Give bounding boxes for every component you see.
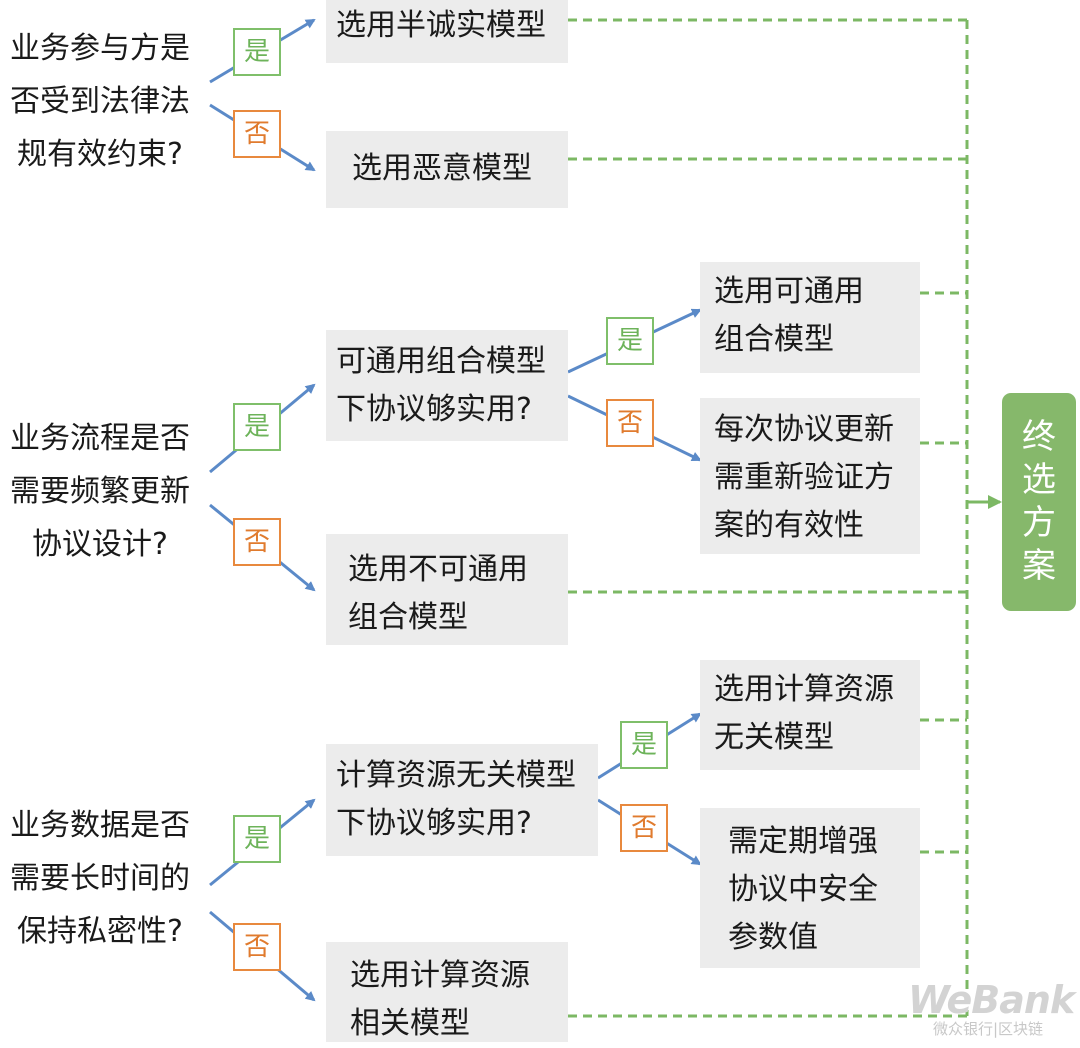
tag-q3sub-no: 否 — [620, 804, 668, 852]
webank-logo: WeBank — [908, 978, 1075, 1022]
box-revalidate-on-update: 每次协议更新 需重新验证方 案的有效性 — [700, 398, 920, 554]
tag-q3sub-yes: 是 — [620, 721, 668, 769]
box-composable-practical-question: 可通用组合模型 下协议够实用? — [326, 330, 568, 441]
final-decision-box: 终 选 方 案 — [1002, 393, 1076, 611]
box-semi-honest-model: 选用半诚实模型 — [326, 0, 568, 63]
tag-q2sub-no: 否 — [606, 399, 654, 447]
tag-q1-no: 否 — [233, 110, 281, 158]
box-resource-independent-question: 计算资源无关模型 下协议够实用? — [326, 744, 598, 856]
question-long-term-privacy: 业务数据是否 需要长时间的 保持私密性? — [10, 808, 190, 949]
tag-q1-yes: 是 — [233, 28, 281, 76]
webank-watermark: WeBank 微众银行|区块链 — [908, 978, 1075, 1038]
tag-q2-no: 否 — [233, 518, 281, 566]
webank-subtitle: 微众银行|区块链 — [932, 1020, 1044, 1038]
box-choose-non-composable: 选用不可通用 组合模型 — [326, 534, 568, 645]
question-legal-constraint: 业务参与方是 否受到法律法 规有效约束? — [10, 31, 190, 172]
box-choose-resource-independent: 选用计算资源 无关模型 — [700, 660, 920, 770]
box-malicious-model: 选用恶意模型 — [326, 131, 568, 208]
tag-q2-yes: 是 — [233, 403, 281, 451]
box-strengthen-security-params: 需定期增强 协议中安全 参数值 — [700, 808, 920, 968]
tag-q3-yes: 是 — [233, 815, 281, 863]
tag-q2sub-yes: 是 — [606, 317, 654, 365]
box-choose-composable: 选用可通用 组合模型 — [700, 262, 920, 373]
box-choose-resource-dependent: 选用计算资源 相关模型 — [326, 942, 568, 1042]
question-frequent-update: 业务流程是否 需要频繁更新 协议设计? — [10, 421, 190, 562]
tag-q3-no: 否 — [233, 923, 281, 971]
